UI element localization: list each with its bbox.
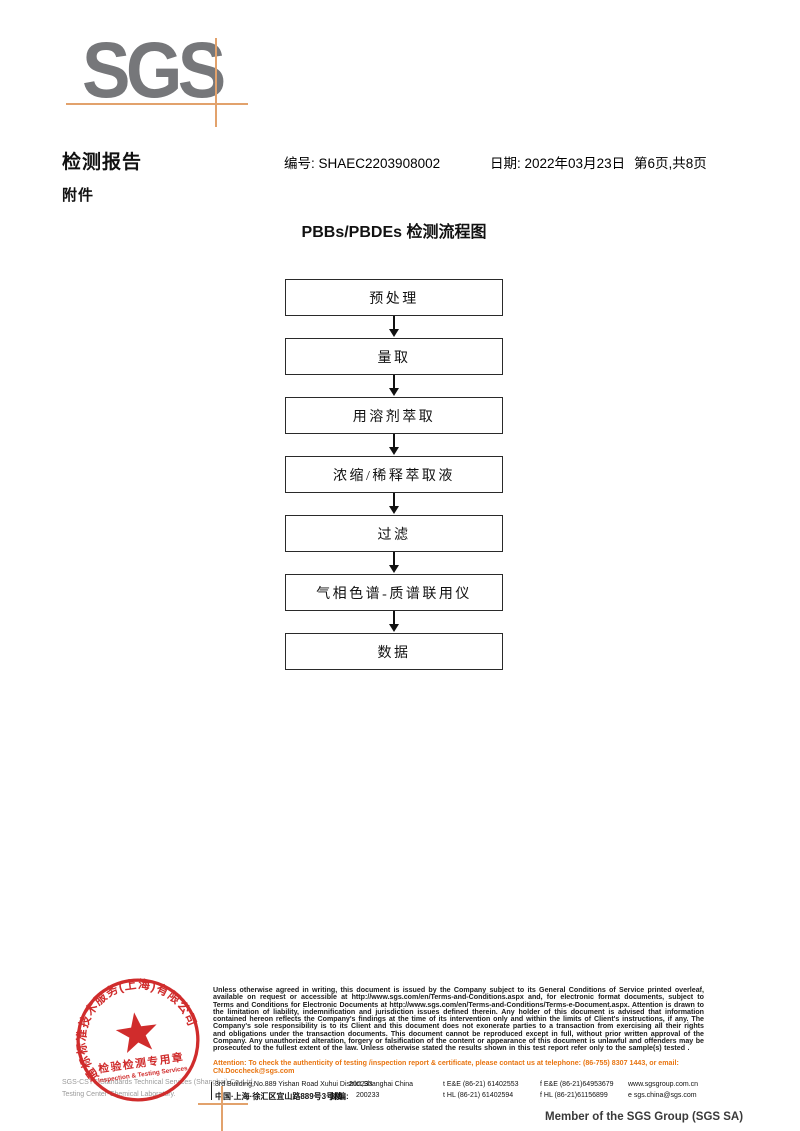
flowchart: 预处理 量取 用溶剂萃取 浓缩/稀释萃取液 过滤 气相色谱-质谱联用仪 数据	[285, 279, 503, 670]
flow-step-label: 量取	[377, 350, 411, 366]
report-title: 检测报告	[62, 152, 143, 173]
flow-step-concentrate-dilute: 浓缩/稀释萃取液	[285, 456, 503, 493]
flow-step-label: 数据	[377, 645, 411, 661]
email-address: e sgs.china@sgs.com	[628, 1092, 697, 1099]
address-cn: 中国·上海·徐汇区宜山路889号3号楼	[215, 1092, 343, 1101]
report-date-value: 2022年03月23日	[524, 156, 626, 171]
report-number-label: 编号:	[284, 156, 319, 171]
logo-horizontal-line	[66, 103, 248, 105]
attention-notice-text: Attention: To check the authenticity of …	[213, 1059, 679, 1075]
legal-disclaimer-text: Unless otherwise agreed in writing, this…	[213, 986, 704, 1053]
report-number: 编号: SHAEC2203908002	[284, 152, 440, 172]
arrow-line	[393, 493, 395, 506]
flow-step-measure: 量取	[285, 338, 503, 375]
flow-step-gcms: 气相色谱-质谱联用仪	[285, 574, 503, 611]
report-date: 日期: 2022年03月23日	[490, 152, 625, 172]
arrow-line	[393, 316, 395, 329]
report-date-label: 日期:	[490, 156, 525, 171]
flow-step-label: 用溶剂萃取	[352, 409, 436, 425]
phone-t-cn: t HL (86-21) 61402594	[443, 1092, 514, 1099]
company-lab-en: Testing Center-Chemical Laboratory.	[62, 1091, 176, 1098]
fax-f-cn: f HL (86-21)61156899	[540, 1092, 608, 1099]
flow-arrow-down-icon	[389, 316, 399, 338]
flow-step-solvent-extraction: 用溶剂萃取	[285, 397, 503, 434]
page-indicator: 第6页,共8页	[634, 156, 707, 171]
flow-step-label: 浓缩/稀释萃取液	[333, 468, 455, 484]
sgs-member-text: Member of the SGS Group (SGS SA)	[545, 1111, 744, 1123]
flow-step-label: 过滤	[377, 527, 411, 543]
flow-arrow-down-icon	[389, 552, 399, 574]
flow-arrow-down-icon	[389, 375, 399, 397]
address-divider-line	[211, 1082, 212, 1100]
address-en: 3rd Building,No.889 Yishan Road Xuhui Di…	[215, 1081, 414, 1088]
attachment-label: 附件	[62, 187, 95, 204]
stamp-star-icon	[115, 1012, 157, 1054]
flow-step-label: 气相色谱-质谱联用仪	[316, 586, 472, 602]
website-url: www.sgsgroup.com.cn	[628, 1081, 699, 1088]
flow-arrow-down-icon	[389, 434, 399, 456]
inspection-stamp-seal: 通标标准技术服务(上海)有限公司 检验检测专用章 Inspection & Te…	[66, 969, 206, 1102]
postal-code-cn: 200233	[356, 1092, 380, 1099]
flow-step-label: 预处理	[369, 291, 419, 307]
arrow-line	[393, 611, 395, 624]
arrow-head	[389, 329, 399, 337]
flow-step-pretreatment: 预处理	[285, 279, 503, 316]
arrow-line	[393, 434, 395, 447]
flow-arrow-down-icon	[389, 493, 399, 515]
arrow-head	[389, 447, 399, 455]
company-name-en: SGS-CSTC Standards Technical Services (S…	[62, 1079, 255, 1086]
logo-vertical-line	[215, 38, 217, 127]
arrow-head	[389, 388, 399, 396]
flow-step-data: 数据	[285, 633, 503, 670]
report-number-value: SHAEC2203908002	[318, 156, 441, 171]
fax-f-en: f E&E (86-21)64953679	[540, 1081, 614, 1088]
arrow-head	[389, 565, 399, 573]
footer-horizontal-line	[198, 1103, 248, 1105]
flow-step-filter: 过滤	[285, 515, 503, 552]
arrow-head	[389, 506, 399, 514]
arrow-line	[393, 375, 395, 388]
footer-vertical-line	[221, 1086, 223, 1131]
postal-label-cn: 邮编:	[330, 1092, 349, 1101]
postal-code-en: 200233	[349, 1081, 373, 1088]
arrow-line	[393, 552, 395, 565]
phone-t-en: t E&E (86-21) 61402553	[443, 1081, 519, 1088]
stamp-ring	[76, 978, 200, 1102]
arrow-head	[389, 624, 399, 632]
flow-arrow-down-icon	[389, 611, 399, 633]
sgs-logo: SGS	[82, 25, 226, 114]
flowchart-title: PBBs/PBDEs 检测流程图	[301, 224, 487, 241]
